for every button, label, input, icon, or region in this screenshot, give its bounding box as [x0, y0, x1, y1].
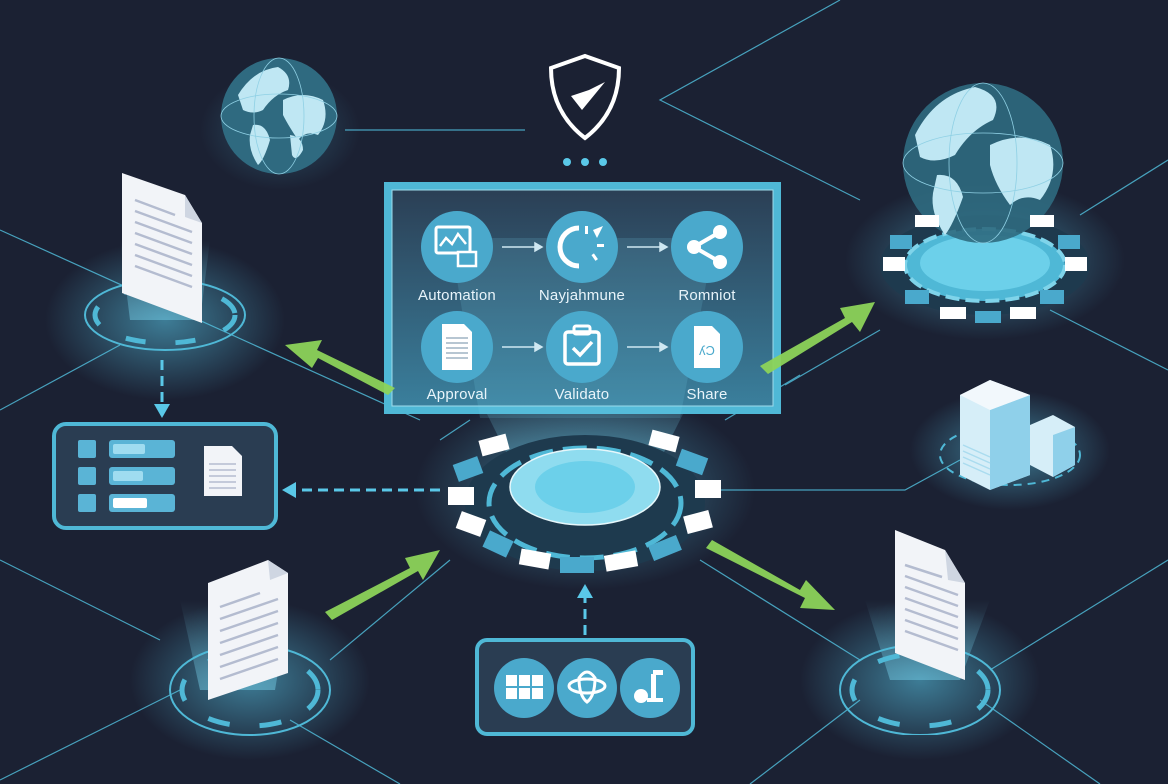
user-icon [78, 467, 96, 485]
workflow-step-approval[interactable] [420, 310, 494, 389]
form-card [52, 422, 278, 535]
workflow-step-share[interactable]: ʎƆ [670, 310, 744, 389]
monitor-chart-icon [421, 211, 493, 283]
workflow-step-label: Nayjahmune [538, 287, 626, 304]
document-icon [421, 311, 493, 383]
gauge-icon [546, 211, 618, 283]
workflow-step-label: Automation [418, 287, 496, 304]
svg-text:ʎƆ: ʎƆ [699, 343, 715, 358]
workflow-step-automation[interactable] [420, 210, 494, 289]
planet-icon [557, 658, 617, 718]
workflow-step-label: Approval [426, 386, 488, 403]
workflow-step-label: Validato [554, 386, 610, 403]
workflow-step-gauge[interactable] [545, 210, 619, 289]
image-icon [78, 494, 96, 512]
document-bottom-left [160, 555, 340, 750]
document-top-left [80, 165, 260, 360]
document-icon [169, 560, 331, 736]
shield-check-icon [548, 53, 622, 141]
share-nodes-icon [671, 211, 743, 283]
workflow-step-label: Romniot [678, 287, 736, 304]
file-code-icon: ʎƆ [671, 311, 743, 383]
tools-card [475, 638, 695, 741]
workflow-step-share-nodes[interactable] [670, 210, 744, 289]
central-hub [448, 429, 721, 573]
status-dots [562, 154, 612, 172]
workflow-step-label: Share [686, 386, 728, 403]
document-bottom-right [830, 525, 1010, 740]
chart-icon [78, 440, 96, 458]
clipboard-check-icon [546, 311, 618, 383]
globe-icon [220, 57, 338, 175]
buildings-icon [939, 380, 1081, 490]
microscope-icon [620, 658, 680, 718]
document-icon [84, 173, 246, 351]
globe-icon [880, 82, 1090, 323]
grid-icon [494, 658, 554, 718]
workflow-step-validate[interactable] [545, 310, 619, 389]
